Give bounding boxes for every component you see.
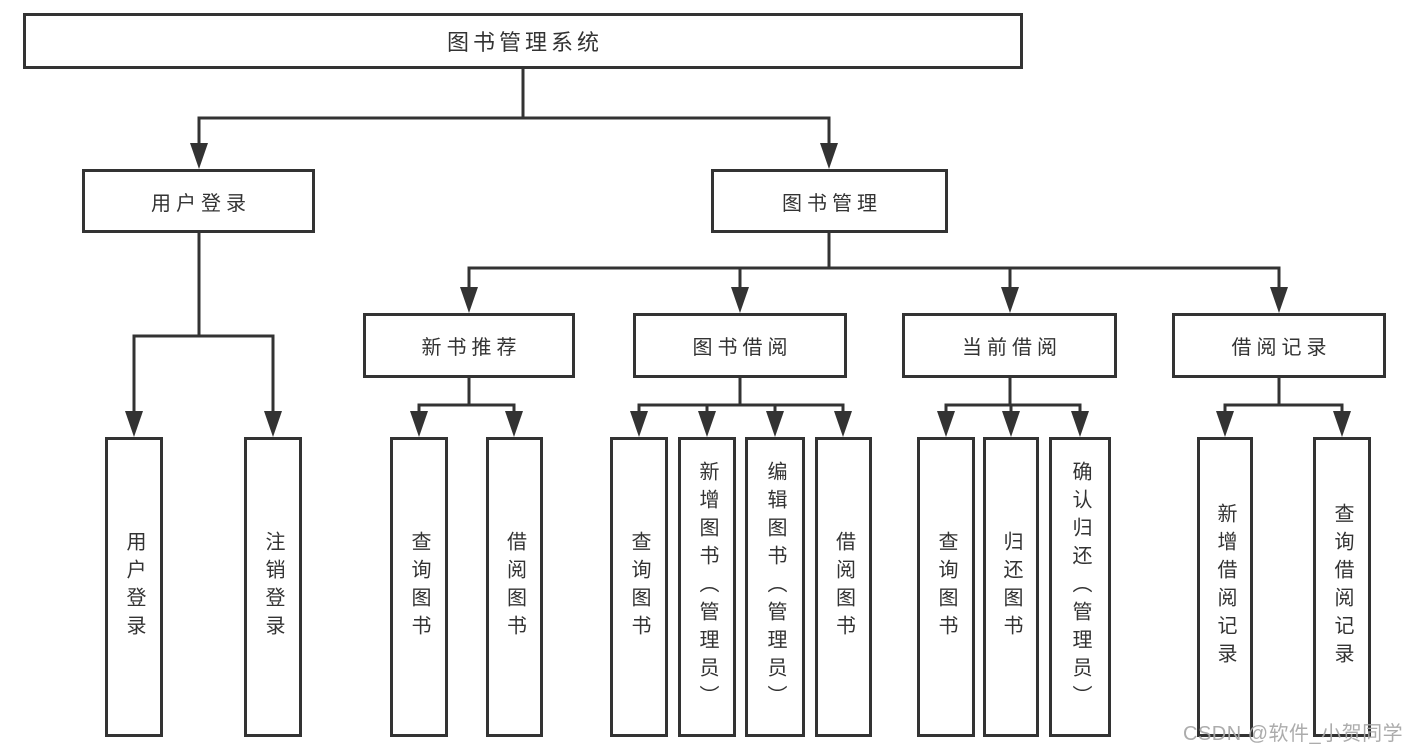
arrow-down-icon [125,411,143,437]
arrow-down-icon [1001,287,1019,313]
leaf-records-add-label: 新增借阅记录 [1214,503,1236,671]
leaf-current-return-label: 归还图书 [1000,531,1022,643]
leaf-user-login: 用户登录 [105,437,163,737]
node-book-management-label: 图书管理 [782,192,882,215]
arrow-down-icon [1333,411,1351,437]
leaf-borrowing-add: 新增图书（管理员） [678,437,736,737]
leaf-current-query: 查询图书 [917,437,975,737]
arrow-down-icon [505,411,523,437]
leaf-borrowing-edit: 编辑图书（管理员） [745,437,805,737]
connector-records [1216,376,1351,437]
node-borrow-records: 借阅记录 [1172,313,1386,378]
arrow-down-icon [1002,411,1020,437]
leaf-current-query-label: 查询图书 [935,531,957,643]
leaf-records-query: 查询借阅记录 [1313,437,1371,737]
node-book-borrowing: 图书借阅 [633,313,847,378]
leaf-borrowing-borrow: 借阅图书 [815,437,872,737]
arrow-down-icon [1071,411,1089,437]
arrow-down-icon [1270,287,1288,313]
leaf-newbook-query-label: 查询图书 [408,531,430,643]
leaf-borrowing-query: 查询图书 [610,437,668,737]
leaf-borrowing-add-label: 新增图书（管理员） [696,461,718,713]
node-root: 图书管理系统 [23,13,1023,69]
leaf-current-confirm-return-label: 确认归还（管理员） [1069,461,1091,713]
arrow-down-icon [410,411,428,437]
arrow-down-icon [1216,411,1234,437]
arrow-down-icon [698,411,716,437]
watermark: CSDN @软件_小贺同学 [1183,723,1404,745]
arrow-down-icon [460,287,478,313]
arrow-down-icon [937,411,955,437]
connector-user-login [125,230,282,437]
leaf-records-query-label: 查询借阅记录 [1331,503,1353,671]
connector-current [937,376,1089,437]
leaf-records-add: 新增借阅记录 [1197,437,1253,737]
leaf-borrowing-borrow-label: 借阅图书 [832,531,855,643]
arrow-down-icon [630,411,648,437]
leaf-current-confirm-return: 确认归还（管理员） [1049,437,1111,737]
leaf-newbook-borrow-label: 借阅图书 [503,531,526,643]
leaf-borrowing-edit-label: 编辑图书（管理员） [764,461,786,713]
connector-borrowing [630,376,852,437]
leaf-current-return: 归还图书 [983,437,1039,737]
node-book-borrowing-label: 图书借阅 [692,337,793,359]
leaf-newbook-query: 查询图书 [390,437,448,737]
node-user-login-label: 用户登录 [151,192,251,215]
node-new-book-recommend-label: 新书推荐 [421,337,522,359]
leaf-logout: 注销登录 [244,437,302,737]
leaf-user-login-label: 用户登录 [123,531,145,643]
node-borrow-records-label: 借阅记录 [1231,337,1332,359]
leaf-newbook-borrow: 借阅图书 [486,437,543,737]
node-new-book-recommend: 新书推荐 [363,313,575,378]
leaf-logout-label: 注销登录 [262,531,284,643]
node-book-management: 图书管理 [711,169,948,233]
node-root-label: 图书管理系统 [446,30,603,55]
node-user-login: 用户登录 [82,169,315,233]
connector-root [190,66,838,169]
leaf-borrowing-query-label: 查询图书 [628,531,650,643]
node-current-borrowing: 当前借阅 [902,313,1117,378]
connector-new-book [410,376,523,437]
arrow-down-icon [820,143,838,169]
arrow-down-icon [190,143,208,169]
arrow-down-icon [731,287,749,313]
node-current-borrowing-label: 当前借阅 [962,337,1062,359]
arrow-down-icon [834,411,852,437]
arrow-down-icon [264,411,282,437]
arrow-down-icon [766,411,784,437]
connector-book-management [460,230,1288,313]
